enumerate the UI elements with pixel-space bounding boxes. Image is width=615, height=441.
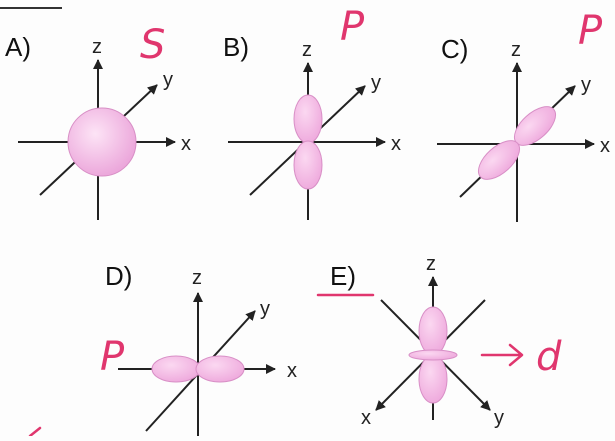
- y-axis-label: y: [260, 298, 270, 320]
- option-a[interactable]: A) x z y S: [5, 22, 191, 220]
- option-d[interactable]: D) x z y P: [100, 261, 297, 436]
- z-axis-label: z: [511, 39, 521, 61]
- arrow-mark: [480, 343, 524, 367]
- option-e-label: E): [330, 261, 356, 291]
- option-c[interactable]: C) x z y P: [437, 8, 610, 222]
- z-axis-label: z: [92, 36, 102, 58]
- z-axis-label: z: [192, 267, 202, 289]
- x-axis-label: x: [181, 133, 191, 155]
- annotation-p: P: [578, 8, 603, 54]
- dz2-torus: [408, 349, 458, 361]
- z-axis-label: z: [302, 39, 312, 61]
- annotation-p: P: [100, 334, 125, 380]
- x-axis-label: x: [361, 407, 371, 429]
- px-lobe-right: [195, 355, 245, 383]
- pz-lobe-lower: [293, 140, 323, 190]
- option-d-label: D): [105, 261, 132, 291]
- annotation-d: d: [536, 334, 562, 380]
- x-axis-label: x: [600, 135, 610, 157]
- option-b-label: B): [223, 32, 249, 62]
- y-axis-label: y: [371, 72, 381, 94]
- annotation-p: P: [340, 4, 365, 50]
- py-lobe-front: [477, 140, 521, 180]
- x-axis-label: x: [287, 360, 297, 382]
- option-e[interactable]: E) z x y d: [316, 253, 562, 429]
- x-axis-label: x: [391, 133, 401, 155]
- dz2-lobe-upper: [418, 306, 448, 356]
- option-a-label: A): [5, 32, 31, 62]
- dz2-lobe-lower: [418, 354, 448, 404]
- option-c-label: C): [441, 34, 468, 64]
- y-axis-label: y: [581, 74, 591, 96]
- annotation-s: S: [140, 22, 165, 68]
- px-lobe-left: [151, 355, 201, 383]
- option-b[interactable]: B) x z y P: [223, 4, 401, 220]
- y-axis-label: y: [163, 69, 173, 91]
- s-orbital-sphere: [67, 107, 137, 177]
- y-axis-label: y: [494, 407, 504, 429]
- pz-lobe-upper: [293, 94, 323, 144]
- stray-mark: [28, 426, 42, 438]
- z-axis-label: z: [426, 253, 436, 275]
